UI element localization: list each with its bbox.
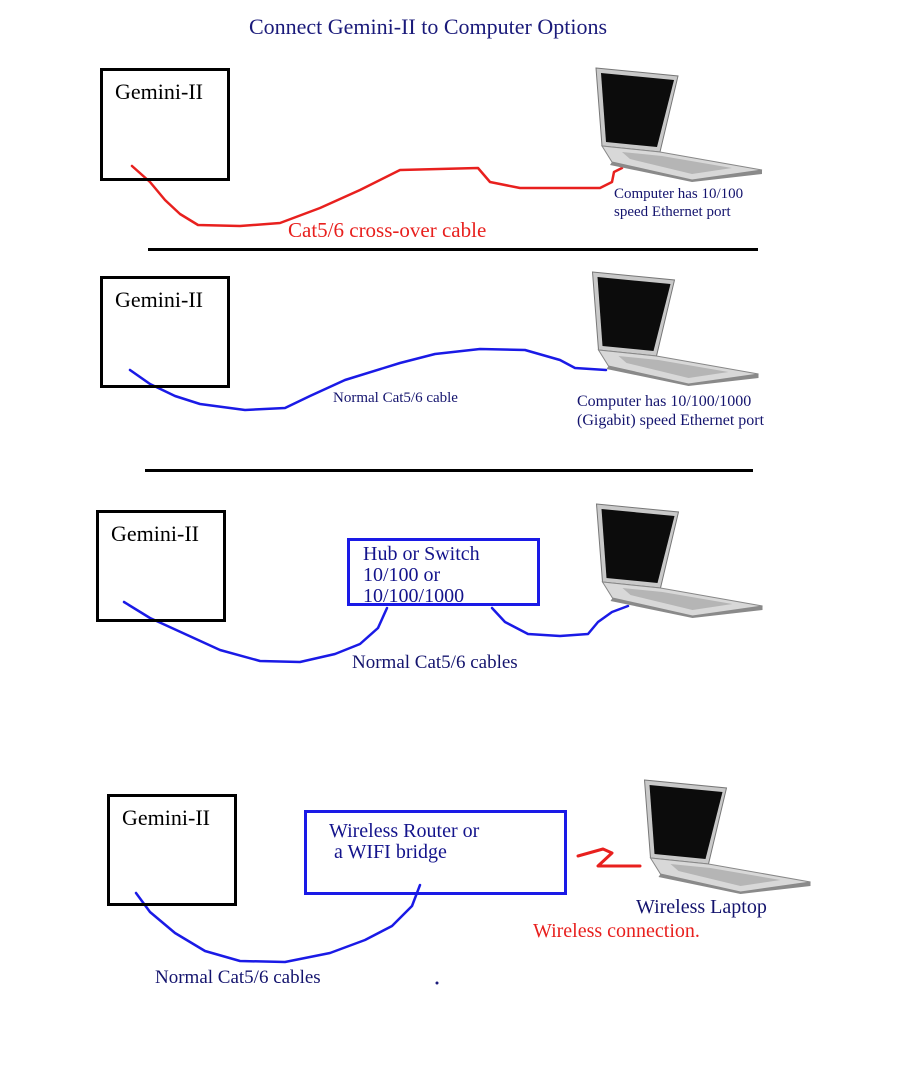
normal-cable-hub-to-laptop [490,604,630,638]
stray-dot [435,981,439,985]
section-divider [148,248,758,251]
cable-label: Cat5/6 cross-over cable [288,218,487,242]
device-label: Gemini-II [115,79,203,104]
wireless-laptop-label: Wireless Laptop [636,896,767,918]
computer-note-line: speed Ethernet port [614,204,731,220]
wireless-connection-label: Wireless connection. [533,920,700,942]
computer-note-line: Computer has 10/100 [614,186,744,202]
hub-label-line: 10/100/1000 [363,585,465,607]
laptop-icon [595,67,763,182]
crossover-cable [130,164,624,228]
normal-cable-to-router [134,883,422,964]
router-label-line: a WIFI bridge [329,841,447,863]
laptop-icon [591,271,759,386]
hub-switch-box: Hub or Switch 10/100 or 10/100/1000 [347,538,540,607]
computer-note: Computer has 10/100/1000 (Gigabit) speed… [577,392,764,430]
device-label: Gemini-II [115,287,203,312]
hub-label-line: Hub or Switch [363,543,480,565]
page-title: Connect Gemini-II to Computer Options [248,14,608,39]
hub-label-line: 10/100 or [363,564,441,586]
computer-note-line: (Gigabit) speed Ethernet port [577,412,765,429]
normal-cable [128,347,608,412]
gemini-device-box: Gemini-II [107,794,237,906]
device-label: Gemini-II [111,521,199,546]
normal-cable-to-hub [122,600,389,664]
gemini-device-box: Gemini-II [96,510,226,622]
device-label: Gemini-II [122,805,210,830]
computer-note-line: Computer has 10/100/1000 [577,393,752,410]
cable-label: Normal Cat5/6 cables [352,652,518,673]
cable-label: Normal Cat5/6 cable [333,390,458,406]
section-divider [145,469,753,472]
cable-label: Normal Cat5/6 cables [155,967,321,988]
gemini-device-box: Gemini-II [100,68,230,181]
laptop-icon [643,779,811,894]
wireless-router-box: Wireless Router or a WIFI bridge [304,810,567,895]
computer-note: Computer has 10/100 speed Ethernet port [614,185,743,221]
wireless-signal-squiggle [576,847,642,868]
laptop-icon [595,503,763,618]
router-label-line: Wireless Router or [329,820,480,842]
gemini-device-box: Gemini-II [100,276,230,388]
